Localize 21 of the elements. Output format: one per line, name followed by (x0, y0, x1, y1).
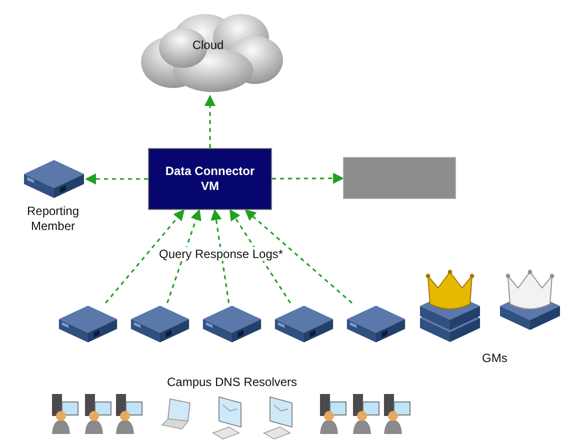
dashed-arrow (84, 173, 148, 185)
appliance-icon (345, 303, 407, 345)
dashed-arrow (204, 94, 216, 148)
dashed-arrow (244, 209, 352, 304)
group-label: GMs (481, 351, 508, 365)
node-label: Reporting Member (26, 204, 80, 234)
dashed-arrow (272, 172, 344, 184)
appliance-icon (273, 303, 335, 345)
dashed-arrow (105, 209, 185, 304)
annotation-text: Query Response Logs* (157, 247, 286, 261)
appliance-icon (201, 303, 263, 345)
appliance-icon (57, 303, 119, 345)
node-label: Cloud (191, 38, 225, 53)
node-label: Data Connector VM (165, 164, 255, 194)
appliance-icon (129, 303, 191, 345)
dashed-arrow (166, 208, 202, 304)
dashed-arrow (210, 208, 230, 304)
process-box (148, 148, 272, 210)
process-box (343, 157, 456, 199)
group-label: Campus DNS Resolvers (166, 375, 298, 389)
dashed-arrow (229, 209, 292, 304)
